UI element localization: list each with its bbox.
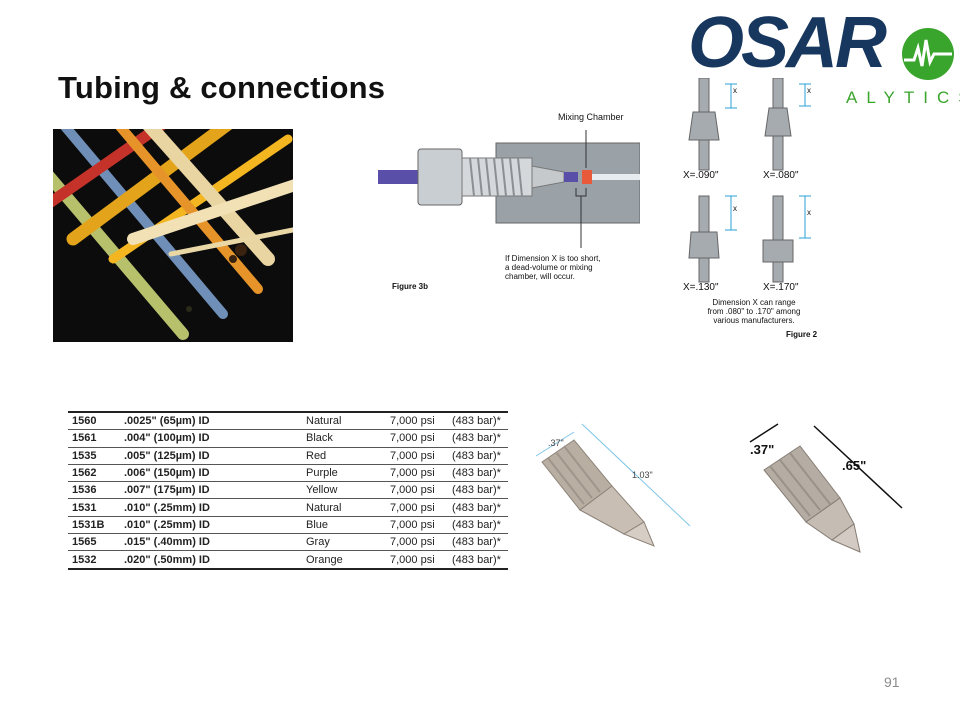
figure-3b-diagram: Mixing Chamber If Dimension X is too sho… (378, 108, 641, 294)
figure-3b-note-line: If Dimension X is too short, (505, 254, 601, 263)
figure-3b-note-line: a dead-volume or mixing (505, 263, 593, 272)
color-cell: Natural (302, 411, 386, 431)
dim-x-label: x (733, 86, 737, 95)
part-number-cell: 1535 (68, 447, 120, 465)
inner-diameter-cell: .010" (.25mm) ID (120, 498, 302, 517)
dim-x-label: x (733, 204, 737, 213)
pressure-psi-cell: 7,000 psi (386, 411, 448, 431)
dim-x-label: x (807, 86, 811, 95)
pressure-psi-cell: 7,000 psi (386, 550, 448, 570)
slide-title: Tubing & connections (58, 70, 386, 105)
color-cell: Blue (302, 516, 386, 535)
dim-value-1: X=.090" (683, 170, 719, 181)
logo-main-text: OSAR (688, 3, 887, 83)
pressure-bar-cell: (483 bar)* (448, 550, 508, 570)
pressure-bar-cell: (483 bar)* (448, 447, 508, 465)
color-cell: Black (302, 429, 386, 448)
fitting2-head-dim: .37" (750, 442, 775, 457)
logo-sub-text: ALYTICS (846, 88, 960, 107)
color-cell: Red (302, 447, 386, 465)
color-cell: Orange (302, 550, 386, 570)
part-number-cell: 1536 (68, 481, 120, 500)
fitting2-length-dim: .65" (842, 458, 867, 473)
inner-diameter-cell: .0025" (65µm) ID (120, 411, 302, 431)
inner-diameter-cell: .015" (.40mm) ID (120, 533, 302, 552)
pressure-psi-cell: 7,000 psi (386, 447, 448, 465)
pressure-psi-cell: 7,000 psi (386, 429, 448, 448)
mixing-chamber-label: Mixing Chamber (558, 112, 624, 122)
osar-logo: OSAR ALYTICS (688, 3, 960, 114)
pressure-bar-cell: (483 bar)* (448, 498, 508, 517)
part-number-cell: 1561 (68, 429, 120, 448)
figure-3b-caption: Figure 3b (392, 282, 429, 291)
part-number-cell: 1562 (68, 464, 120, 483)
dim-value-2: X=.080" (763, 170, 799, 181)
figure-2-note-line: various manufacturers. (713, 316, 795, 325)
logo-emblem-icon (902, 28, 954, 80)
inner-diameter-cell: .007" (175µm) ID (120, 481, 302, 500)
color-cell: Yellow (302, 481, 386, 500)
page-number: 91 (884, 674, 900, 690)
part-number-cell: 1531 (68, 498, 120, 517)
pressure-bar-cell: (483 bar)* (448, 464, 508, 483)
tubing-photo (53, 129, 293, 342)
figure-2-note: Dimension X can range from .080" to .170… (679, 298, 829, 325)
part-number-cell: 1532 (68, 550, 120, 570)
part-number-cell: 1531B (68, 516, 120, 535)
color-cell: Natural (302, 498, 386, 517)
pressure-bar-cell: (483 bar)* (448, 516, 508, 535)
fitting1-head-dim: .37" (548, 438, 564, 448)
pressure-psi-cell: 7,000 psi (386, 516, 448, 535)
inner-diameter-cell: .020" (.50mm) ID (120, 550, 302, 570)
figure-3b-note: If Dimension X is too short, a dead-volu… (505, 254, 601, 281)
inner-diameter-cell: .010" (.25mm) ID (120, 516, 302, 535)
figure-2-diagram: x x x x X=.090" X=.080" X=.130" X=.170" … (675, 77, 835, 344)
pressure-psi-cell: 7,000 psi (386, 481, 448, 500)
figure-3b-note-line: chamber, will occur. (505, 272, 575, 281)
inner-diameter-cell: .005" (125µm) ID (120, 447, 302, 465)
pressure-bar-cell: (483 bar)* (448, 481, 508, 500)
part-number-cell: 1565 (68, 533, 120, 552)
pressure-bar-cell: (483 bar)* (448, 411, 508, 431)
dim-value-4: X=.170" (763, 282, 799, 293)
figure-2-note-line: from .080" to .170" among (707, 307, 801, 316)
inner-diameter-cell: .004" (100µm) ID (120, 429, 302, 448)
part-number-cell: 1560 (68, 411, 120, 431)
color-cell: Gray (302, 533, 386, 552)
fitting1-length-dim: 1.03" (632, 470, 653, 480)
dim-x-label: x (807, 208, 811, 217)
dim-value-3: X=.130" (683, 282, 719, 293)
inner-diameter-cell: .006" (150µm) ID (120, 464, 302, 483)
figure-2-note-line: Dimension X can range (712, 298, 796, 307)
pressure-psi-cell: 7,000 psi (386, 533, 448, 552)
pressure-bar-cell: (483 bar)* (448, 533, 508, 552)
color-cell: Purple (302, 464, 386, 483)
pressure-bar-cell: (483 bar)* (448, 429, 508, 448)
pressure-psi-cell: 7,000 psi (386, 464, 448, 483)
fitting-long-diagram: .37" 1.03" (520, 418, 698, 553)
figure-2-caption: Figure 2 (786, 330, 818, 339)
fitting-short-diagram: .37" .65" (728, 416, 910, 558)
pressure-psi-cell: 7,000 psi (386, 498, 448, 517)
